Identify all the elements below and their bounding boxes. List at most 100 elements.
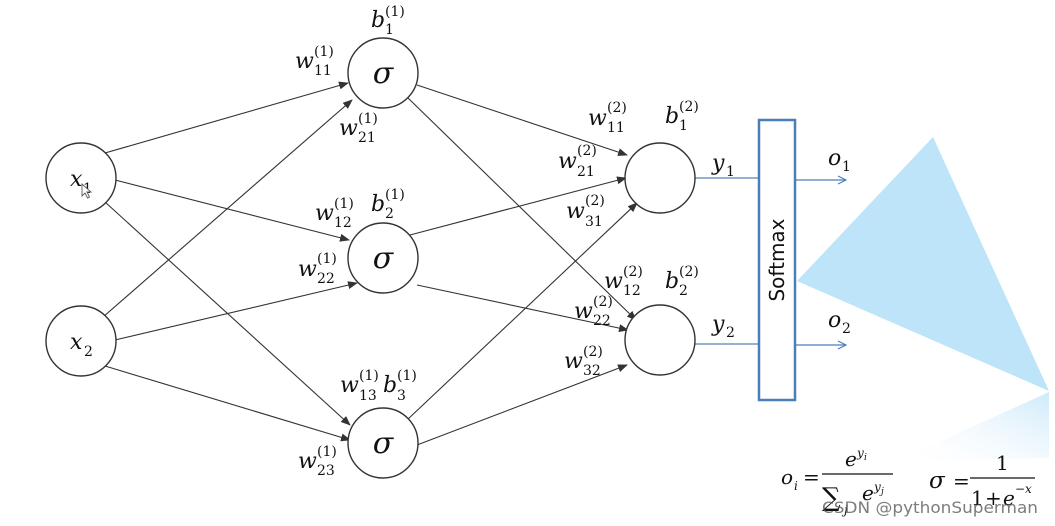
bias-index: 1 [385,22,394,38]
edge-h2-o1 [409,176,627,236]
hidden-node-2: σ [347,222,419,294]
weight-label-w11-l2: w (2) 11 [588,100,627,136]
weight-label-w22-l1: w (1) 22 [298,251,337,287]
weight-index: 22 [593,313,611,329]
edge-x2-h2 [114,281,358,341]
sigma-symbol: σ [373,241,395,276]
layer2-edges [406,84,638,446]
edge-x2-h1 [102,99,353,318]
softmax-formula: o i = e y i ∑ j e y j [781,446,893,517]
weight-symbol: w [588,106,607,131]
input-node-x1: x 1 [45,142,117,214]
bias-symbol: b [665,104,679,129]
input-node-index: 2 [84,344,93,360]
weight-layer-index: (1) [317,444,337,460]
output-node-1 [624,142,696,214]
weight-index: 31 [585,214,603,230]
weight-layer-index: (2) [593,294,613,310]
formula-lhs-index: i [794,479,798,493]
bias-label-b2-l1: b (1) 2 [371,187,405,222]
pre-softmax-symbol: y [711,151,725,176]
output-index: 1 [842,159,851,175]
input-node-symbol: x [70,330,83,355]
weight-label-w11-l1: w (1) 11 [295,44,334,79]
layer1-edges [102,81,358,442]
weight-layer-index: (2) [585,193,605,209]
edge-x1-h1 [104,81,349,154]
weight-label-w13-l1: w (1) 13 [340,368,379,404]
weight-index: 13 [359,388,377,404]
weight-layer-index: (1) [317,251,337,267]
bias-label-b1-l1: b (1) 1 [371,4,405,38]
bias-layer-index: (1) [385,187,405,203]
weight-symbol: w [340,373,359,398]
weight-symbol: w [298,449,317,474]
pre-softmax-label-y1: y 1 [711,151,735,180]
weight-symbol: w [295,49,314,74]
formula-denominator-one: 1 [971,486,984,510]
output-index: 2 [842,321,851,337]
weight-index: 21 [577,164,595,180]
formula-sum-symbol: ∑ [822,483,841,513]
formula-equals: = [803,465,820,489]
input-node-x2: x 2 [45,305,117,377]
formula-numerator-exponent: y [856,446,864,460]
edge-h3-o2 [416,364,628,446]
weight-label-w21-l2: w (2) 21 [558,143,597,180]
weight-layer-index: (2) [583,344,603,360]
weight-label-w12-l2: w (2) 12 [604,264,643,299]
weight-index: 12 [623,283,641,299]
weight-layer-index: (2) [607,100,627,116]
weight-label-w22-l2: w (2) 22 [574,294,613,329]
weight-label-w23-l1: w (1) 23 [298,444,337,479]
formula-sum-index: j [841,503,848,517]
weight-symbol: w [574,299,593,324]
bias-label-b2-l2: b (2) 2 [665,264,699,299]
formula-denominator-exponent: −x [1015,482,1032,496]
input-node-circle [45,305,117,377]
weight-layer-index: (2) [577,143,597,159]
bias-layer-index: (2) [679,264,699,280]
weight-label-w21-l1: w (1) 21 [339,111,378,146]
edge-h1-o2 [407,97,637,321]
hidden-node-1: σ [347,37,419,109]
bias-index: 2 [679,283,688,299]
formula-equals: = [953,469,970,493]
formula-denominator-exponent: y [873,480,881,494]
formula-numerator: 1 [996,451,1009,475]
output-label-o1: o 1 [828,146,851,175]
bias-index: 3 [397,388,406,404]
edge-h1-o1 [416,84,628,156]
input-node-circle [45,142,117,214]
edge-h3-o1 [406,202,638,421]
bias-label-b1-l2: b (2) 1 [665,99,699,134]
bias-symbol: b [665,269,679,294]
formula-numerator-exponent-index: i [864,453,867,463]
input-node-symbol: x [70,167,83,192]
weight-label-w31-l2: w (2) 31 [566,193,605,230]
weight-index: 11 [607,120,625,136]
weight-layer-index: (1) [314,44,334,60]
bias-symbol: b [383,373,397,398]
edge-h2-o2 [416,284,629,333]
bias-layer-index: (1) [397,368,417,384]
output-symbol: o [828,146,841,171]
weight-layer-index: (1) [358,111,378,127]
weight-layer-index: (1) [334,196,354,212]
pre-softmax-label-y2: y 2 [711,312,735,341]
hidden-node-3: σ [347,407,419,479]
output-label-o2: o 2 [828,308,851,337]
bias-layer-index: (2) [679,99,699,115]
formula-denominator-exponent-index: j [879,487,884,497]
formula-denominator-base: e [862,481,874,505]
weight-index: 11 [314,63,332,79]
sigma-symbol: σ [373,426,395,461]
edge-x1-h2 [114,179,350,242]
bias-symbol: b [371,8,385,33]
softmax-box [757,118,797,402]
formula-sigma: σ [929,468,946,494]
sigma-symbol: σ [373,56,395,91]
pre-softmax-symbol: y [711,312,725,337]
formula-numerator-base: e [845,447,857,471]
